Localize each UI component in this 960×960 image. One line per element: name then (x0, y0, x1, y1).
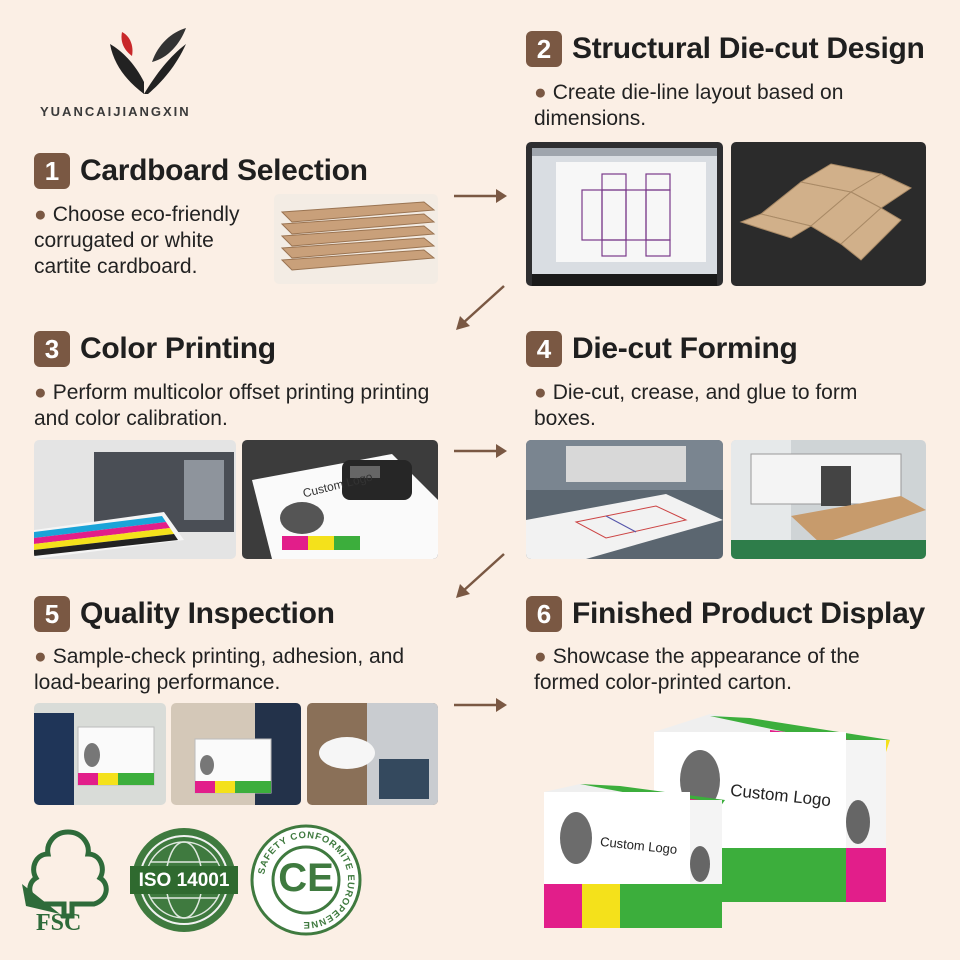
step-number: 2 (526, 31, 562, 67)
step-6-desc: ●Showcase the appearance of the formed c… (534, 645, 860, 694)
fsc-logo: FSC (18, 824, 118, 936)
arrow-right-icon (454, 444, 507, 458)
iso-14001-seal: ISO 14001 (130, 826, 238, 934)
gluing-machine-photo (731, 440, 926, 559)
color-calibration-photo: Custom Logo (242, 440, 438, 559)
finished-box-small: Custom Logo (540, 782, 725, 934)
step-1-desc: ●Choose eco-friendly corrugated or white… (34, 203, 240, 278)
brand-name: YUANCAIJIANGXIN (40, 104, 191, 119)
step-title: Finished Product Display (572, 597, 925, 630)
flat-blank-photo (731, 142, 926, 286)
step-title: Structural Die-cut Design (572, 32, 925, 65)
step-2-desc: ●Create die-line layout based on dimensi… (534, 81, 844, 130)
step-title: Cardboard Selection (80, 154, 368, 187)
inspection-photo-2 (171, 703, 301, 805)
step-number: 4 (526, 331, 562, 367)
brand-logo (100, 22, 190, 100)
arrow-down-left-icon (456, 553, 505, 598)
inspection-photo-3 (307, 703, 438, 805)
arrow-right-icon (454, 189, 507, 203)
offset-press-photo (34, 440, 236, 559)
step-3: 3 Color Printing (34, 331, 454, 367)
step-3-desc: ●Perform multicolor offset printing prin… (34, 381, 430, 430)
step-1: 1 Cardboard Selection (34, 153, 454, 189)
step-title: Color Printing (80, 332, 276, 365)
step-5-desc: ●Sample-check printing, adhesion, and lo… (34, 645, 405, 694)
step-5: 5 Quality Inspection (34, 596, 454, 632)
dieline-screen-photo (526, 142, 723, 286)
step-number: 5 (34, 596, 70, 632)
step-4: 4 Die-cut Forming (526, 331, 946, 367)
cardboard-stack-photo (274, 194, 438, 284)
inspection-photo-1 (34, 703, 166, 805)
iso-text: ISO 14001 (138, 870, 230, 891)
arrow-down-left-icon (456, 285, 505, 330)
step-number: 3 (34, 331, 70, 367)
step-number: 6 (526, 596, 562, 632)
step-2: 2 Structural Die-cut Design (526, 31, 946, 67)
ce-seal: SAFETY CONFORMITE EUROPEENNE CE (250, 824, 362, 936)
step-6: 6 Finished Product Display (526, 596, 956, 632)
step-title: Die-cut Forming (572, 332, 798, 365)
fsc-text: FSC (36, 910, 82, 936)
step-title: Quality Inspection (80, 597, 335, 630)
step-number: 1 (34, 153, 70, 189)
arrow-right-icon (454, 698, 507, 712)
die-cut-machine-photo (526, 440, 723, 559)
ce-mark-text: CE (278, 856, 334, 900)
step-4-desc: ●Die-cut, crease, and glue to form boxes… (534, 381, 858, 430)
